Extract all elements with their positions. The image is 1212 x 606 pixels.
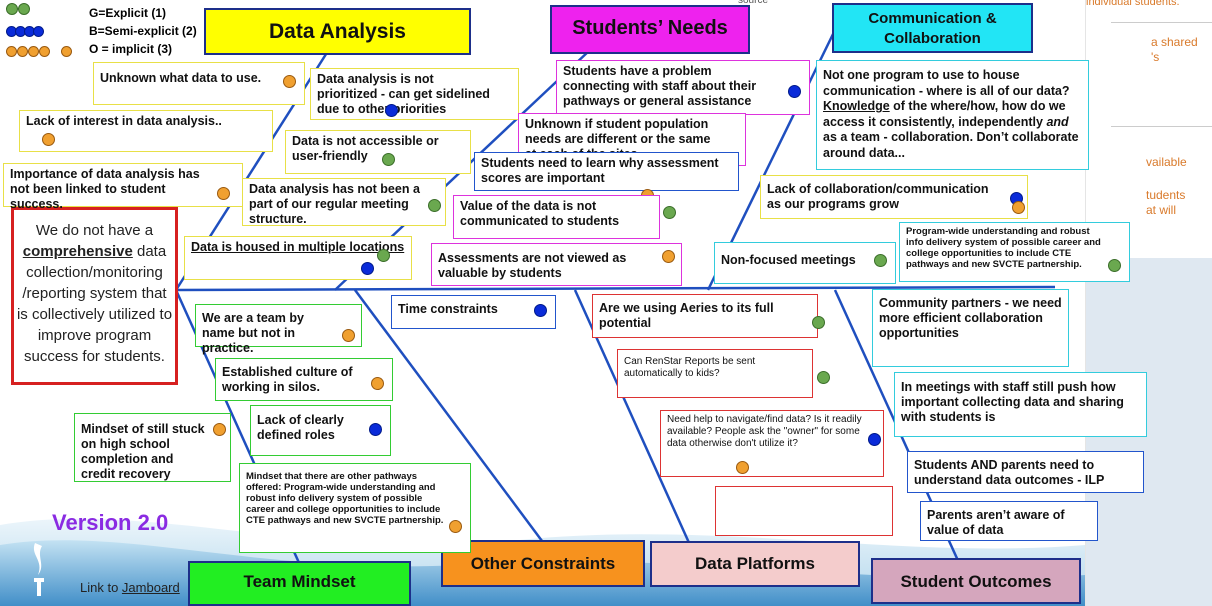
note-importance: Importance of data analysis has not been… xyxy=(3,163,243,211)
header-students-needs: Students’ Needs xyxy=(550,5,750,54)
note-regular-meeting: Data analysis has not been a part of our… xyxy=(242,178,446,226)
green-dot-icon xyxy=(874,254,887,267)
legend-orange-dot-icon xyxy=(17,46,28,57)
green-dot-icon xyxy=(382,153,395,166)
note-lack-collaboration: Lack of collaboration/communication as o… xyxy=(760,175,1028,219)
header-communication: Communication & Collaboration xyxy=(832,3,1033,53)
note-meetings-staff: In meetings with staff still push how im… xyxy=(894,372,1147,437)
orange-dot-icon xyxy=(1012,201,1025,214)
side-panel-rule xyxy=(1111,126,1212,127)
side-panel-rule xyxy=(1111,22,1212,23)
blue-dot-icon xyxy=(385,104,398,117)
legend-orange-dot-icon xyxy=(61,46,72,57)
orange-dot-icon xyxy=(662,250,675,263)
side-panel-text: vailable xyxy=(1146,155,1187,169)
link-prefix: Link to xyxy=(80,580,122,595)
note-time-constraints: Time constraints xyxy=(391,295,556,329)
note-learn-why: Students need to learn why assessment sc… xyxy=(474,152,739,191)
note-problem-connecting: Students have a problem connecting with … xyxy=(556,60,810,115)
green-dot-icon xyxy=(663,206,676,219)
side-panel-text: a shared xyxy=(1151,35,1198,49)
blue-dot-icon xyxy=(868,433,881,446)
note-assessments-not-valuable: Assessments are not viewed as valuable b… xyxy=(431,243,682,286)
side-panel: individual students. a shared 's vailabl… xyxy=(1085,0,1212,606)
note-students-parents: Students AND parents need to understand … xyxy=(907,451,1144,493)
note-aeries: Are we using Aeries to its full potentia… xyxy=(592,294,818,338)
side-panel-text: 's xyxy=(1151,50,1160,64)
note-not-accessible: Data is not accessible or user-friendly xyxy=(285,130,471,174)
legend-blue-dot-icon xyxy=(33,26,44,37)
note-unknown-data: Unknown what data to use. xyxy=(93,62,305,105)
note-other-pathways: Mindset that there are other pathways of… xyxy=(239,463,471,553)
header-other-constraints: Other Constraints xyxy=(441,540,645,587)
green-dot-icon xyxy=(817,371,830,384)
note-defined-roles: Lack of clearly defined roles xyxy=(250,405,391,456)
legend-green-dot-icon xyxy=(6,3,18,15)
legend-blue: B=Semi-explicit (2) xyxy=(89,24,197,38)
note-lack-interest: Lack of interest in data analysis.. xyxy=(19,110,273,152)
note-mindset-stuck: Mindset of still stuck on high school co… xyxy=(74,413,231,482)
legend-orange-dot-icon xyxy=(6,46,17,57)
orange-dot-icon xyxy=(371,377,384,390)
header-data-analysis: Data Analysis xyxy=(204,8,471,55)
jamboard-link-line: Link to Jamboard xyxy=(80,580,180,595)
orange-dot-icon xyxy=(213,423,226,436)
orange-dot-icon xyxy=(449,520,462,533)
jamboard-link[interactable]: Jamboard xyxy=(121,580,180,595)
header-data-platforms: Data Platforms xyxy=(650,541,860,587)
header-student-outcomes: Student Outcomes xyxy=(871,558,1081,604)
problem-post: data collection/monitoring /reporting sy… xyxy=(16,243,173,365)
empty-note xyxy=(715,486,893,536)
note-navigate-data: Need help to navigate/find data? Is it r… xyxy=(660,410,884,477)
top-fragment: source xyxy=(738,0,769,6)
legend-orange: O = implicit (3) xyxy=(89,42,173,56)
note-non-focused: Non-focused meetings xyxy=(714,242,896,284)
legend-orange-dot-icon xyxy=(39,46,50,57)
green-dot-icon xyxy=(1108,259,1121,272)
version-label: Version 2.0 xyxy=(52,510,169,535)
orange-dot-icon xyxy=(342,329,355,342)
side-panel-text: tudents xyxy=(1146,188,1186,202)
legend-green: G=Explicit (1) xyxy=(89,6,167,20)
note-not-one-program: Not one program to use to house communic… xyxy=(816,60,1089,170)
note-renstar: Can RenStar Reports be sent automaticall… xyxy=(617,349,813,398)
note-team-by-name: We are a team by name but not in practic… xyxy=(195,304,362,355)
green-dot-icon xyxy=(812,316,825,329)
problem-emphasis: comprehensive xyxy=(22,243,133,260)
side-panel-text: individual students. xyxy=(1086,0,1180,8)
legend: G=Explicit (1) B=Semi-explicit (2) O = i… xyxy=(6,2,206,62)
green-dot-icon xyxy=(377,249,390,262)
green-dot-icon xyxy=(428,199,441,212)
note-silos: Established culture of working in silos. xyxy=(215,358,393,401)
blue-dot-icon xyxy=(361,262,374,275)
orange-dot-icon xyxy=(736,461,749,474)
legend-green-dot-icon xyxy=(18,3,30,15)
note-community-partners: Community partners - we need more effici… xyxy=(872,289,1069,367)
note-parents-unaware: Parents aren’t aware of value of data xyxy=(920,501,1098,541)
side-panel-text: at will xyxy=(1146,203,1177,217)
blue-dot-icon xyxy=(534,304,547,317)
note-not-prioritized: Data analysis is not prioritized - can g… xyxy=(310,68,519,120)
orange-dot-icon xyxy=(42,133,55,146)
note-program-wide: Program-wide understanding and robust in… xyxy=(899,222,1130,282)
problem-statement: We do not have a comprehensive data coll… xyxy=(11,207,178,385)
blue-dot-icon xyxy=(788,85,801,98)
note-multiple-locations: Data is housed in multiple locations xyxy=(184,236,412,280)
orange-dot-icon xyxy=(283,75,296,88)
orange-dot-icon xyxy=(217,187,230,200)
note-value-not-communicated: Value of the data is not communicated to… xyxy=(453,195,660,239)
problem-pre: We do not have a xyxy=(35,222,154,239)
legend-orange-dot-icon xyxy=(28,46,39,57)
blue-dot-icon xyxy=(369,423,382,436)
header-team-mindset: Team Mindset xyxy=(188,561,411,606)
